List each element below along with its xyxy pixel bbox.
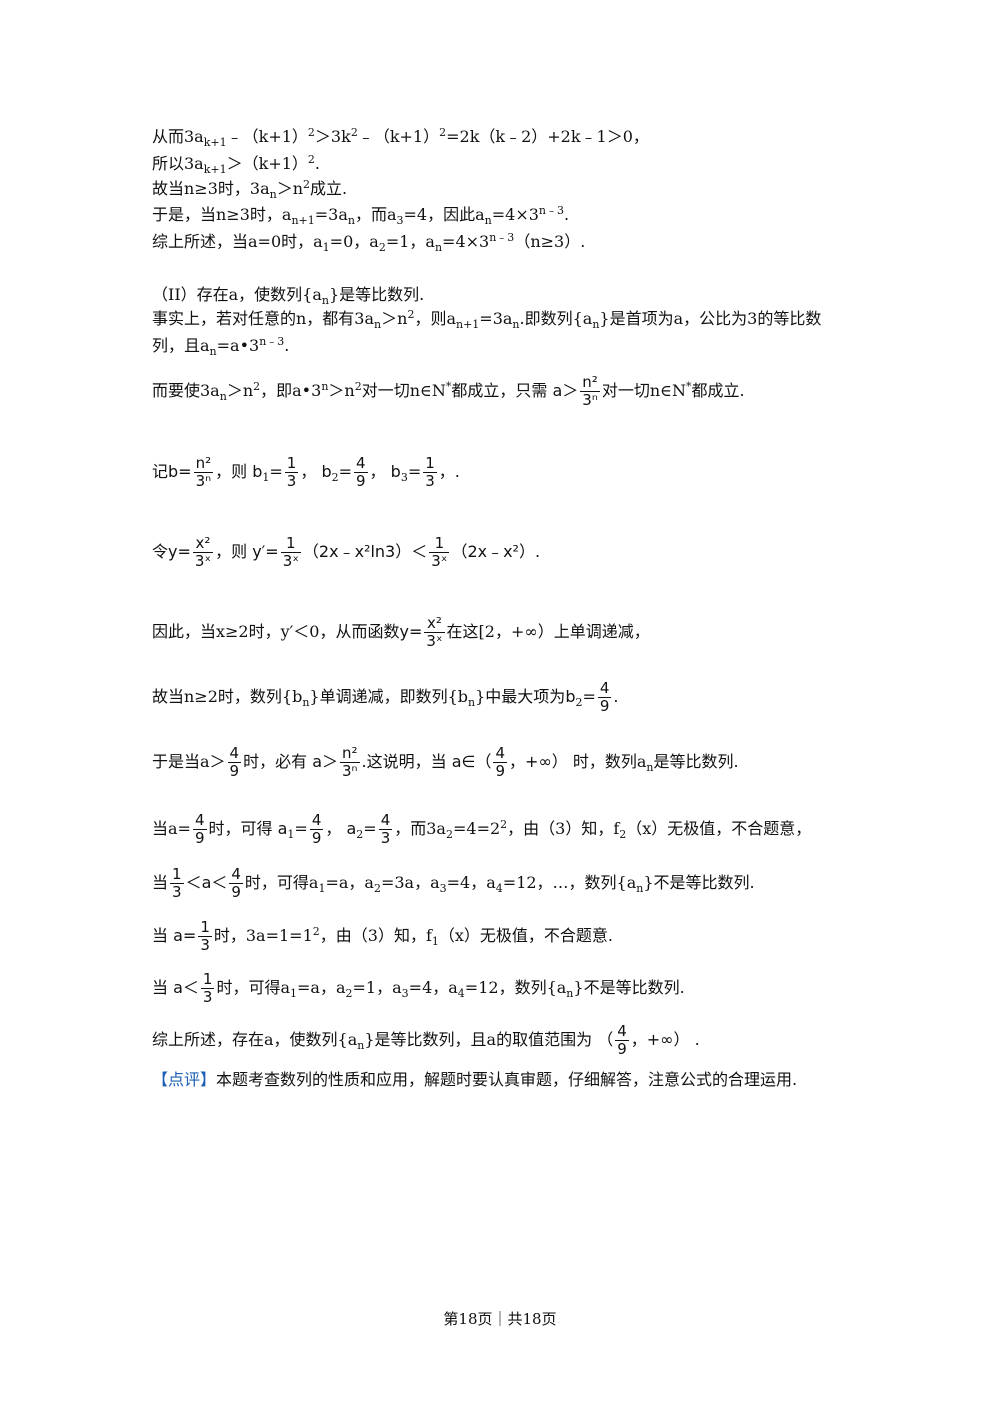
line-7: 事实上，若对任意的n，都有3an＞n2，则an+1=3an.即数列{an}是首项… [152,308,822,358]
page-footer: 第18页｜共18页 [443,1310,557,1328]
line-3: 故当n≥3时，3an＞n2成立. [152,178,348,201]
line-1: 从而3ak+1﹣（k+1）2＞3k2﹣（k+1）2=2k（k﹣2）+2k﹣1＞0… [152,126,649,149]
line-4: 于是，当n≥3时，an+1=3an，而a3=4，因此an=4×3n﹣3. [152,204,570,227]
line-2: 所以3ak+1＞（k+1）2. [152,153,321,176]
comment-tag: 【点评】 [152,1070,217,1089]
line-6: （II）存在a，使数列{an}是等比数列. [152,285,425,307]
line-5: 综上所述，当a=0时，a1=0，a2=1，an=4×3n﹣3（n≥3）. [152,231,586,254]
comment-paragraph: 【点评】本题考查数列的性质和应用，解题时要认真审题，仔细解答，注意公式的合理运用… [152,1070,798,1089]
